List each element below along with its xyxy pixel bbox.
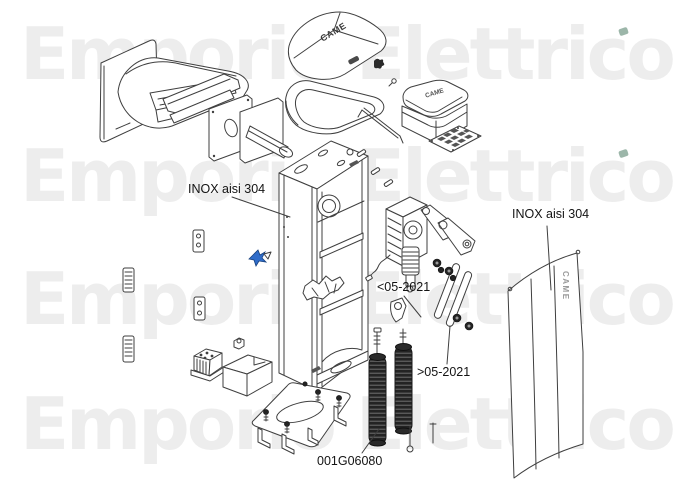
callout-after-05-2021: >05-2021: [417, 365, 471, 379]
hinge-clip-plate: [193, 296, 206, 321]
head-dome-cover: [287, 11, 387, 80]
fixing-pins: [356, 149, 394, 187]
barrier-cabinet-body: [278, 140, 369, 392]
shaft-mounting-plate: [239, 97, 294, 164]
brand-logo-door-panel: CAME: [561, 271, 570, 301]
spring-anchor-hook: [390, 297, 407, 323]
capacitor-cube: [233, 337, 245, 350]
anchor-stud: [263, 381, 342, 434]
leader-lines: [231, 196, 552, 454]
balancing-arm-links: [420, 204, 476, 256]
blue-release-knob: [248, 249, 272, 267]
eye-bolt: [406, 425, 414, 453]
lock-channel-bracket: [162, 73, 241, 124]
balancing-spring-right: [394, 328, 413, 435]
balancing-spring-left: [368, 327, 387, 447]
cabinet-front-door-panel: [507, 249, 584, 479]
callout-part-code: 001G06080: [317, 454, 383, 468]
control-box-lid: [402, 79, 469, 117]
threaded-pin: [429, 422, 437, 444]
hinge-clip-plate: [192, 229, 205, 253]
came-label-strip: [122, 335, 135, 363]
head-rim-gasket-ring: [285, 80, 385, 135]
cover-clip-fastener: [374, 58, 397, 87]
accessory-enclosure-box: [222, 354, 273, 397]
spring-tie-rods: [432, 258, 474, 331]
mounting-rod-bracket: [357, 107, 404, 144]
circuit-board-terminals: [428, 125, 482, 153]
callout-inox-left: INOX aisi 304: [188, 182, 266, 196]
transformer-block: [190, 348, 225, 382]
gearmotor-unit: [385, 196, 428, 293]
anchor-base-plate: [251, 381, 351, 455]
callout-before-05-2021: <05-2021: [377, 280, 431, 294]
limit-switch-wire: [365, 254, 391, 282]
came-label-strip: [122, 267, 135, 293]
callout-inox-right: INOX aisi 304: [512, 207, 590, 221]
